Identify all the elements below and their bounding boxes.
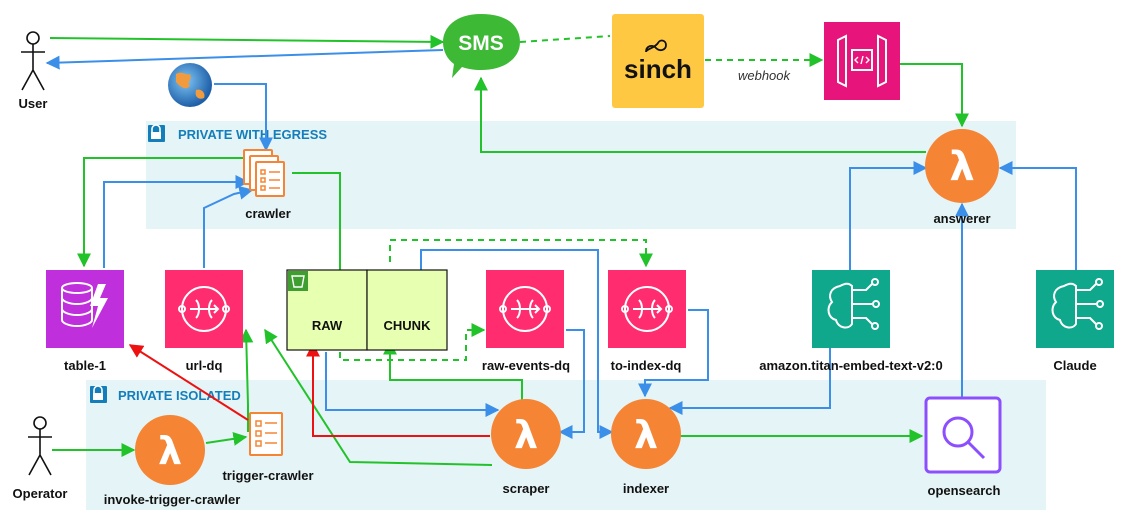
operator-label: Operator [13, 486, 68, 501]
bedrock-brain-icon [1051, 278, 1104, 330]
lambda-icon: λ [514, 413, 538, 457]
raw-events-dq-node: raw-events-dq [482, 270, 570, 373]
document-list-icon [249, 412, 283, 456]
edge-trigger-to-url-dq [239, 328, 254, 432]
user-actor: User [19, 31, 48, 111]
sqs-queue-icon [499, 286, 551, 332]
chunk-bucket-label: CHUNK [384, 318, 432, 333]
edge-crawler-to-table [77, 157, 248, 268]
edge-api-to-answerer [900, 63, 969, 128]
speech-bubble-icon [443, 14, 520, 78]
sms-label: SMS [458, 32, 504, 55]
opensearch-node: opensearch [924, 396, 1002, 498]
webhook-label: webhook [738, 68, 792, 83]
edge-scraper-to-raw [306, 342, 490, 437]
claude-label: Claude [1053, 358, 1096, 373]
bedrock-brain-icon [827, 278, 880, 330]
s3-bucket-icon [288, 271, 308, 291]
zone-isolated-title: PRIVATE ISOLATED [118, 388, 241, 403]
table-1-label: table-1 [64, 358, 106, 373]
edge-chunk-to-to-index-dq [389, 239, 653, 268]
edge-raw-to-raw-events-dq [339, 323, 486, 361]
indexer-node: λ indexer [611, 399, 681, 496]
edge-titan-to-answerer [849, 161, 928, 270]
scraper-label: scraper [503, 481, 550, 496]
raw-events-dq-label: raw-events-dq [482, 358, 570, 373]
trigger-crawler-node: trigger-crawler [222, 412, 314, 483]
s3-buckets-group: RAW CHUNK [286, 269, 448, 351]
edge-claude-to-answerer [998, 161, 1077, 270]
edge-to-index-dq-to-indexer [638, 309, 709, 398]
indexer-label: indexer [623, 481, 669, 496]
invoke-trigger-crawler-node: λ invoke-trigger-crawler [104, 415, 241, 507]
table-1-node: table-1 [46, 270, 124, 373]
edge-titan-to-indexer [668, 334, 831, 415]
api-gateway-node [824, 22, 900, 100]
zone-private-with-egress: PRIVATE WITH EGRESS [146, 121, 1016, 229]
crawler-label: crawler [245, 206, 291, 221]
edge-sms-to-sinch [519, 35, 611, 43]
answerer-label: answerer [933, 211, 990, 226]
invoke-trigger-crawler-label: invoke-trigger-crawler [104, 492, 241, 507]
to-index-dq-node: to-index-dq [608, 270, 686, 373]
edge-answerer-to-sms [474, 76, 926, 153]
claude-node: Claude [1036, 270, 1114, 373]
titan-label: amazon.titan-embed-text-v2:0 [759, 358, 942, 373]
edge-raw-to-scraper [325, 352, 500, 417]
answerer-node: λ answerer [925, 129, 999, 226]
lambda-icon: λ [634, 413, 658, 457]
operator-actor: Operator [13, 416, 68, 501]
url-dq-label: url-dq [186, 358, 223, 373]
sqs-queue-icon [178, 286, 230, 332]
zone-egress-title: PRIVATE WITH EGRESS [178, 127, 327, 142]
edge-invoke-to-trigger [205, 431, 248, 446]
url-dq-node: url-dq [165, 270, 243, 373]
edge-raw-events-dq-to-scraper [558, 329, 585, 439]
to-index-dq-label: to-index-dq [611, 358, 682, 373]
sqs-queue-icon [621, 286, 673, 332]
internet-globe-icon [168, 63, 212, 107]
magnifier-icon [942, 416, 986, 460]
user-icon [21, 31, 45, 91]
edge-scraper-to-chunk [383, 340, 523, 400]
sinch-label: sinch [624, 54, 692, 84]
edge-trigger-to-table [128, 344, 249, 421]
operator-icon [28, 416, 52, 476]
user-label: User [19, 96, 48, 111]
titan-node: amazon.titan-embed-text-v2:0 [759, 270, 943, 373]
edge-user-to-sms [49, 34, 445, 49]
scraper-node: λ scraper [491, 399, 561, 496]
trigger-crawler-label: trigger-crawler [222, 468, 313, 483]
sms-bubble: SMS [443, 14, 520, 78]
lambda-icon: λ [949, 144, 974, 190]
edge-scraper-to-url-dq [264, 328, 493, 466]
edge-table-to-crawler [103, 175, 250, 268]
sinch-node: sinch [612, 14, 704, 108]
api-gateway-icon [837, 34, 887, 88]
crawler-icon [243, 149, 285, 197]
sinch-logo-icon [645, 39, 667, 53]
edge-crawler-to-raw [292, 172, 347, 312]
crawler-node: crawler [243, 149, 291, 221]
edge-globe-to-crawler [214, 83, 273, 152]
zone-private-isolated: PRIVATE ISOLATED [86, 380, 1046, 510]
lambda-icon: λ [158, 429, 182, 473]
dynamodb-icon [61, 282, 108, 328]
raw-bucket-label: RAW [312, 318, 343, 333]
edge-sms-to-user [45, 49, 444, 70]
opensearch-label: opensearch [928, 483, 1001, 498]
edge-url-dq-to-crawler [203, 185, 254, 268]
connectors [45, 34, 1077, 466]
